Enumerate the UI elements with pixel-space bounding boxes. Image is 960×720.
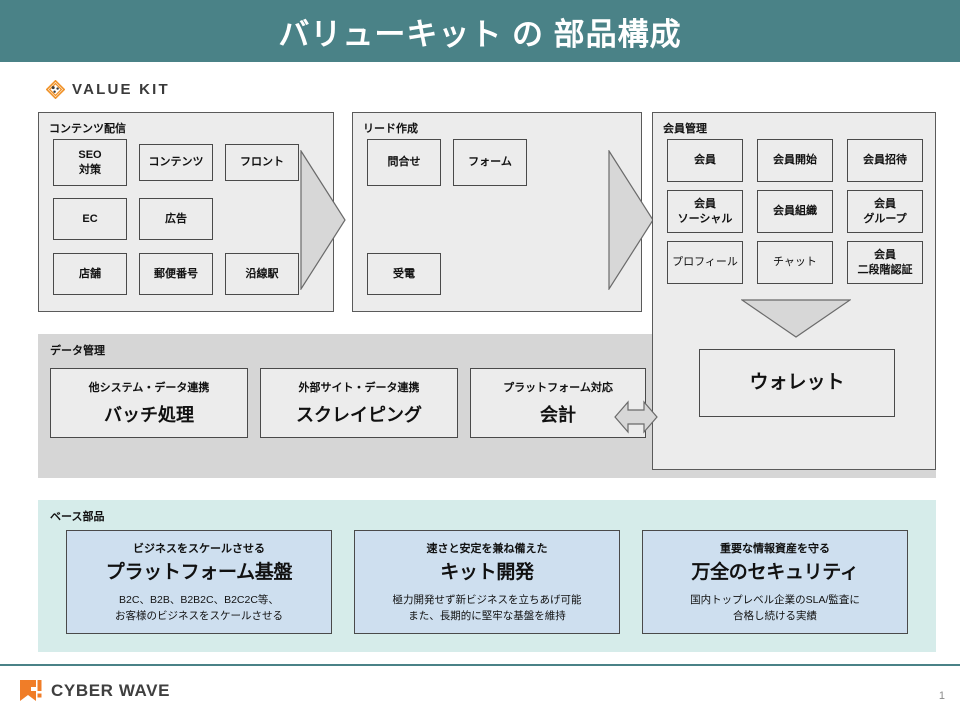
- data-management-label: データ管理: [50, 345, 105, 357]
- module-form[interactable]: フォーム: [453, 139, 527, 186]
- data-card-accounting[interactable]: プラットフォーム対応 会計: [470, 368, 646, 438]
- cyberwave-mark-icon: [18, 678, 43, 703]
- base-card-caption: 速さと安定を兼ね備えた: [426, 543, 548, 555]
- base-card-title: キット開発: [440, 562, 534, 583]
- module-member-org[interactable]: 会員組織: [757, 190, 833, 233]
- arrow-down-icon: [740, 299, 852, 344]
- base-card-caption: 重要な情報資産を守る: [720, 543, 830, 555]
- module-member-2fa[interactable]: 会員 二段階認証: [847, 241, 923, 284]
- module-contents[interactable]: コンテンツ: [139, 144, 213, 181]
- module-station[interactable]: 沿線駅: [225, 253, 299, 295]
- data-card-caption: プラットフォーム対応: [503, 382, 613, 394]
- arrow-bidirectional-icon: [614, 394, 658, 445]
- module-zipcode[interactable]: 郵便番号: [139, 253, 213, 295]
- cyberwave-logo: CYBER WAVE: [18, 678, 170, 703]
- group-lead-creation: リード作成 問合せ フォーム 受電: [352, 112, 642, 312]
- base-card-desc-line1: 極力開発せず新ビジネスを立ちあげ可能: [392, 594, 582, 606]
- module-inquiry[interactable]: 問合せ: [367, 139, 441, 186]
- module-wallet[interactable]: ウォレット: [699, 349, 895, 417]
- module-member-group[interactable]: 会員 グループ: [847, 190, 923, 233]
- module-seo[interactable]: SEO 対策: [53, 139, 127, 186]
- module-member[interactable]: 会員: [667, 139, 743, 182]
- group-label-lead-creation: リード作成: [363, 123, 418, 135]
- diamond-logo-icon: [45, 79, 66, 100]
- group-content-delivery: コンテンツ配信 SEO 対策 コンテンツ フロント EC 広告 店舗 郵便番号 …: [38, 112, 334, 312]
- page-header: バリューキット の 部品構成: [0, 0, 960, 62]
- module-member-invite[interactable]: 会員招待: [847, 139, 923, 182]
- page-number: 1: [938, 690, 945, 702]
- group-label-member-management: 会員管理: [663, 123, 707, 135]
- data-card-batch[interactable]: 他システム・データ連携 バッチ処理: [50, 368, 248, 438]
- module-call[interactable]: 受電: [367, 253, 441, 295]
- arrow-right-icon-2: [608, 148, 658, 295]
- base-card-security[interactable]: 重要な情報資産を守る 万全のセキュリティ 国内トップレベル企業のSLA/監査に …: [642, 530, 908, 634]
- base-card-desc-line2: お客様のビジネスをスケールさせる: [115, 609, 283, 622]
- module-member-start[interactable]: 会員開始: [757, 139, 833, 182]
- valuekit-logo-text: VALUE KIT: [72, 81, 170, 98]
- base-card-title: プラットフォーム基盤: [105, 562, 293, 583]
- base-card-caption: ビジネスをスケールさせる: [133, 543, 265, 555]
- base-card-desc-line2: また、長期的に堅牢な基盤を維持: [408, 609, 566, 622]
- footer-divider: [0, 664, 960, 666]
- base-card-title: 万全のセキュリティ: [691, 562, 859, 583]
- data-card-title: バッチ処理: [104, 405, 194, 425]
- data-card-caption: 他システム・データ連携: [88, 382, 210, 394]
- module-ec[interactable]: EC: [53, 198, 127, 240]
- module-member-social[interactable]: 会員 ソーシャル: [667, 190, 743, 233]
- base-parts-panel: ベース部品 ビジネスをスケールさせる プラットフォーム基盤 B2C、B2B、B2…: [38, 500, 936, 652]
- valuekit-logo: VALUE KIT: [45, 79, 170, 100]
- module-chat[interactable]: チャット: [757, 241, 833, 284]
- base-parts-label: ベース部品: [50, 511, 105, 523]
- group-member-management: 会員管理 会員 会員開始 会員招待 会員 ソーシャル 会員組織 会員 グループ …: [652, 112, 936, 470]
- base-card-desc-line1: B2C、B2B、B2B2C、B2C2C等、: [119, 594, 279, 606]
- base-card-desc-line1: 国内トップレベル企業のSLA/監査に: [690, 594, 860, 606]
- module-store[interactable]: 店舗: [53, 253, 127, 295]
- base-card-kit-dev[interactable]: 速さと安定を兼ね備えた キット開発 極力開発せず新ビジネスを立ちあげ可能 また、…: [354, 530, 620, 634]
- base-card-platform[interactable]: ビジネスをスケールさせる プラットフォーム基盤 B2C、B2B、B2B2C、B2…: [66, 530, 332, 634]
- arrow-right-icon-1: [300, 148, 350, 295]
- module-ad[interactable]: 広告: [139, 198, 213, 240]
- base-card-desc-line2: 合格し続ける実績: [733, 609, 817, 622]
- cyberwave-logo-text: CYBER WAVE: [51, 680, 171, 700]
- data-card-scraping[interactable]: 外部サイト・データ連携 スクレイピング: [260, 368, 458, 438]
- page-title: バリューキット の 部品構成: [278, 16, 682, 52]
- data-card-title: 会計: [540, 405, 576, 425]
- group-label-content-delivery: コンテンツ配信: [49, 123, 126, 135]
- data-card-caption: 外部サイト・データ連携: [298, 382, 420, 394]
- data-card-title: スクレイピング: [296, 405, 422, 425]
- module-front[interactable]: フロント: [225, 144, 299, 181]
- module-profile[interactable]: プロフィール: [667, 241, 743, 284]
